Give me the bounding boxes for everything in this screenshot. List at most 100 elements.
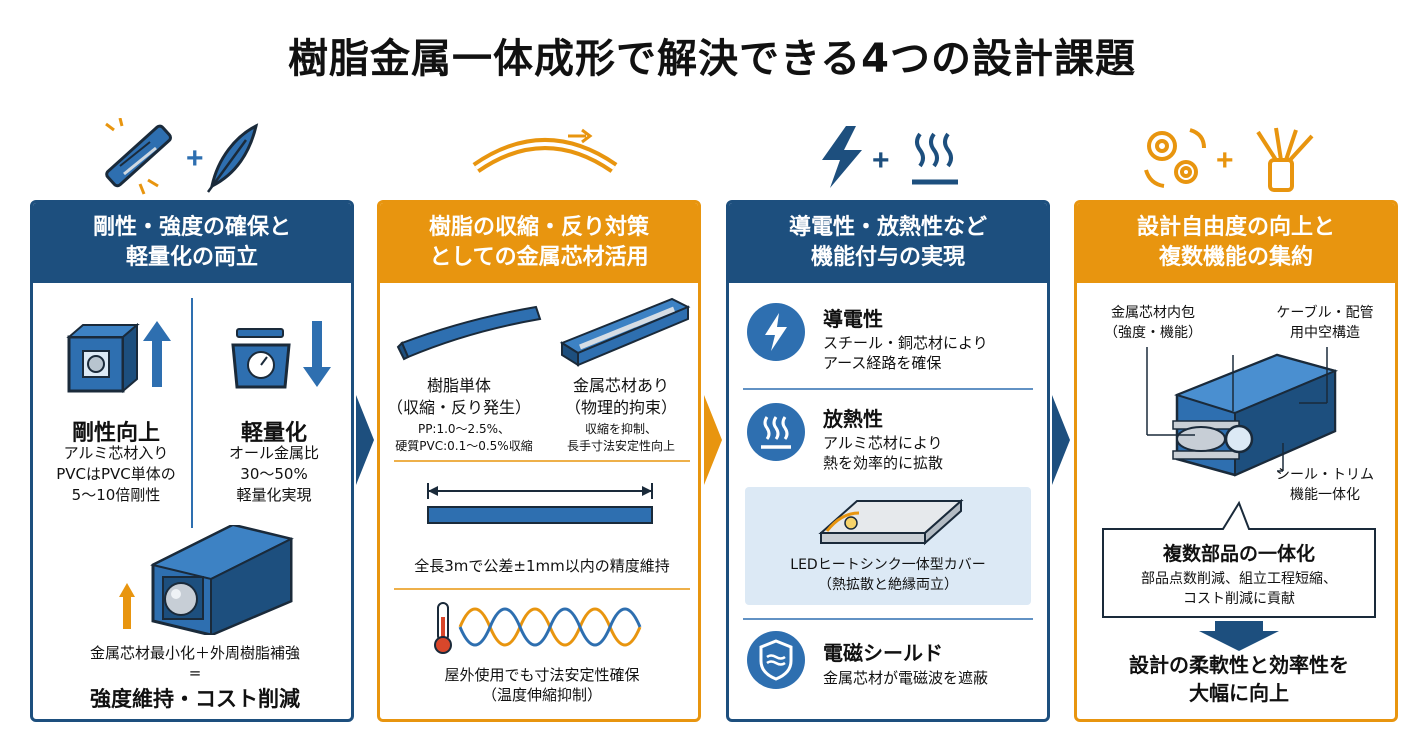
resin-only-line3: PP:1.0〜2.5%、 — [417, 422, 511, 436]
led-line2: （熱拡散と絶縁両立） — [818, 577, 958, 593]
panel-header: 導電性・放熱性など 機能付与の実現 — [729, 203, 1047, 283]
chevron-right-icon — [704, 395, 722, 485]
panel-header-line2: 複数機能の集約 — [1158, 245, 1313, 270]
seal-label: シール・トリム 機能一体化 — [1255, 465, 1395, 505]
multitool-icon — [1256, 127, 1314, 192]
integration-detail: 部品点数削減、組立工程短縮、 コスト削減に貢献 — [1097, 569, 1381, 609]
panel-header-line1: 樹脂の収縮・反り対策 — [428, 215, 649, 240]
core-profile-illustration — [119, 525, 294, 635]
conductive-line1: スチール・銅芯材により — [823, 334, 988, 352]
integration-heading: 複数部品の一体化 — [1162, 543, 1315, 565]
leader-lines — [1146, 347, 1328, 472]
led-cover-illustration — [818, 498, 964, 546]
conductive-icon — [747, 303, 805, 361]
gears-icon — [1144, 128, 1206, 188]
conductive-heading: 導電性 — [823, 307, 883, 331]
panel-rigidity-lightweight: 剛性・強度の確保と 軽量化の両立 剛性向上 アルミ芯材入り PVCはPVC単体の… — [30, 200, 354, 722]
core-label: 金属芯材内包 （強度・機能） — [1083, 303, 1223, 343]
metal-bar-icon — [105, 118, 172, 195]
outdoor-line1: 屋外使用でも寸法安定性確保 — [444, 666, 640, 684]
heat-dissipation-icon — [747, 403, 805, 461]
plus-icon: + — [1216, 144, 1234, 177]
outdoor-label: 屋外使用でも寸法安定性確保 （温度伸縮抑制） — [384, 665, 698, 705]
resin-only-line1: 樹脂単体 — [426, 376, 491, 395]
formula-line1: 金属芯材最小化＋外周樹脂補強 — [89, 644, 300, 662]
outdoor-line2: （温度伸縮抑制） — [481, 686, 602, 704]
panel-header-line2: 機能付与の実現 — [810, 245, 965, 270]
chevron-right-icon — [1052, 395, 1070, 485]
with-core-detail: 収縮を抑制、 長手寸法安定性向上 — [546, 421, 696, 455]
lightweight-heading: 軽量化 — [240, 421, 307, 446]
cable-label: ケーブル・配管 用中空構造 — [1255, 303, 1395, 343]
conclusion-line1: 設計の柔軟性と効率性を — [1129, 653, 1349, 677]
led-cover-box: LEDヒートシンク一体型カバー （熱拡散と絶縁両立） — [745, 487, 1031, 605]
with-core-line3: 収縮を抑制、 — [584, 422, 657, 436]
heat-line2: 熱を効率的に拡散 — [823, 454, 944, 472]
shield-detail: 金属芯材が電磁波を遮蔽 — [823, 669, 989, 687]
panel-header-line1: 剛性・強度の確保と — [92, 215, 291, 240]
with-core-line1: 金属芯材あり — [572, 376, 669, 395]
rigidity-line1: アルミ芯材入り — [63, 444, 169, 462]
chevron-right-icon — [356, 395, 374, 485]
scale-down-icon — [231, 321, 331, 389]
led-line1: LEDヒートシンク一体型カバー — [790, 557, 986, 573]
shield-icon — [747, 631, 805, 689]
page-title: 樹脂金属一体成形で解決できる4つの設計課題 — [287, 36, 1137, 82]
core-label-line2: （強度・機能） — [1104, 325, 1202, 341]
metal-core-bar-icon — [559, 297, 691, 367]
rigidity-heading: 剛性向上 — [71, 421, 160, 446]
panel-header: 樹脂の収縮・反り対策 としての金属芯材活用 — [380, 203, 698, 283]
square-profile-up-icon — [66, 321, 171, 394]
lightweight-line1: オール金属比 — [228, 444, 319, 462]
panel-header-line2: としての金属芯材活用 — [429, 245, 649, 270]
formula: 金属芯材最小化＋外周樹脂補強 = — [37, 643, 351, 683]
panel-shrink-warp: 樹脂の収縮・反り対策 としての金属芯材活用 樹脂単体 （収縮・反り発生） PP:… — [377, 200, 701, 722]
design-multi-icons: + — [1140, 124, 1330, 204]
panel-header-line1: 導電性・放熱性など — [788, 215, 987, 240]
seal-label-line2: 機能一体化 — [1290, 487, 1360, 503]
divider — [394, 460, 690, 462]
conclusion: 設計の柔軟性と効率性を 大幅に向上 — [1081, 651, 1395, 707]
feather-icon — [206, 123, 259, 193]
core-label-line1: 金属芯材内包 — [1111, 305, 1195, 321]
formula-result: 強度維持・コスト削減 — [90, 687, 300, 711]
divider — [191, 298, 193, 528]
cable-label-line2: 用中空構造 — [1290, 325, 1360, 341]
conductive-line2: アース経路を確保 — [823, 354, 942, 372]
divider — [743, 618, 1033, 620]
curved-bar-icon — [470, 124, 620, 204]
integration-line2: コスト削減に貢献 — [1183, 591, 1295, 607]
multi-function-profile-illustration — [1172, 353, 1339, 477]
cable-label-line1: ケーブル・配管 — [1276, 305, 1374, 321]
precision-label: 全長3mで公差±1mm以内の精度維持 — [414, 557, 670, 575]
lightweight-line3: 軽量化実現 — [236, 486, 312, 504]
divider — [743, 388, 1033, 390]
rigidity-detail: アルミ芯材入り PVCはPVC単体の 5〜10倍剛性 — [41, 443, 191, 506]
panel-header: 剛性・強度の確保と 軽量化の両立 — [33, 203, 351, 283]
with-core-line2: （物理的拘束） — [564, 398, 677, 417]
temperature-wave-illustration — [434, 602, 642, 654]
with-core-line4: 長手寸法安定性向上 — [566, 439, 675, 453]
lightweight-line2: 30〜50% — [240, 465, 308, 483]
rigidity-lightweight-icons: + — [100, 118, 260, 198]
resin-only-label: 樹脂単体 （収縮・反り発生） — [384, 375, 534, 419]
panel-header: 設計自由度の向上と 複数機能の集約 — [1077, 203, 1395, 283]
formula-equals: = — [188, 664, 202, 682]
plus-icon: + — [186, 142, 204, 175]
precision-bar-illustration — [427, 483, 653, 524]
panel-function-addition: 導電性・放熱性など 機能付与の実現 導電性 スチール・銅芯材により アース経路を… — [726, 200, 1050, 722]
shield-heading: 電磁シールド — [823, 641, 943, 665]
with-core-label: 金属芯材あり （物理的拘束） — [546, 375, 696, 419]
lightning-icon — [822, 126, 862, 188]
rigidity-line3: 5〜10倍剛性 — [71, 486, 161, 504]
resin-only-line2: （収縮・反り発生） — [386, 398, 531, 417]
plus-icon: + — [872, 144, 890, 177]
down-arrow-icon — [1199, 621, 1279, 651]
conduct-heat-icons: + — [816, 126, 966, 206]
integration-line1: 部品点数削減、組立工程短縮、 — [1141, 571, 1337, 587]
divider — [394, 588, 690, 590]
panel-design-freedom: 設計自由度の向上と 複数機能の集約 金属芯材内包 （強度・機能） ケーブル・配管… — [1074, 200, 1398, 722]
seal-label-line1: シール・トリム — [1276, 467, 1374, 483]
conductive-detail: スチール・銅芯材により アース経路を確保 — [823, 333, 988, 373]
resin-only-line4: 硬質PVC:0.1〜0.5%収縮 — [395, 439, 533, 453]
